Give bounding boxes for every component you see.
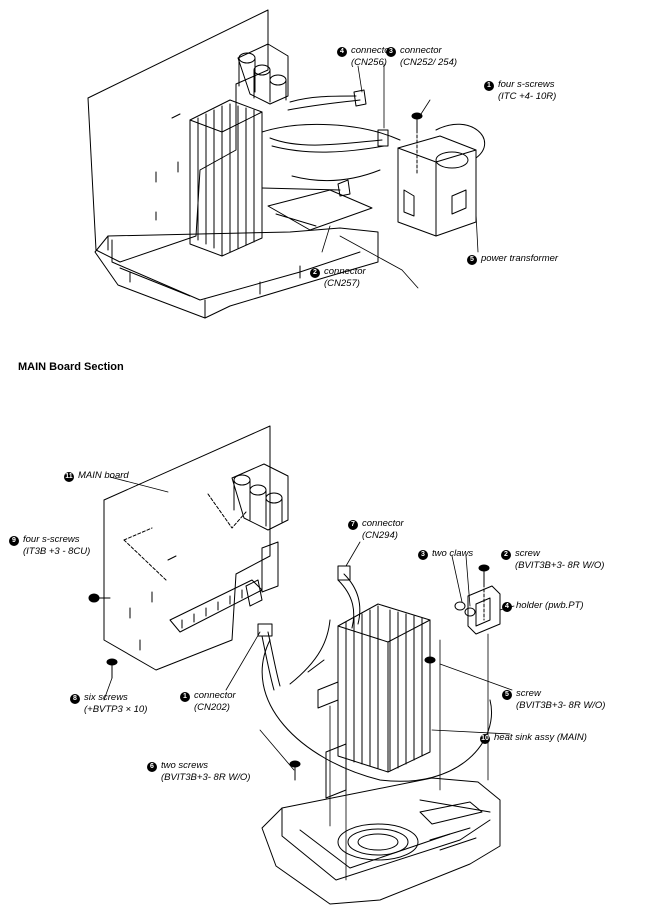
top-board-holes — [155, 113, 181, 221]
callout-four-s-screws: 1 four s-screws (ITC +4- 10R) — [484, 79, 556, 102]
callout-connector-cn257: 2 connector (CN257) — [310, 266, 366, 289]
bottom-chassis-inner — [281, 799, 491, 881]
callout-part-code: (IT3B +3 - 8CU) — [23, 546, 91, 557]
callout-number: 8 — [70, 694, 80, 704]
callout-part-code: (CN257) — [324, 278, 360, 289]
bottom-screw-2 — [478, 564, 490, 621]
section-title: MAIN Board Section — [18, 361, 124, 373]
callout-connector-cn252-254: 3 connector (CN252/ 254) — [386, 45, 457, 68]
callout-label: screw — [515, 548, 540, 559]
callout-part-code: (+BVTP3 × 10) — [84, 704, 148, 715]
callout-number: 4 — [337, 47, 347, 57]
bottom-screw-8 — [106, 658, 118, 679]
callout-label: connector — [324, 266, 366, 277]
bottom-leader-lines — [91, 476, 515, 771]
callout-label: connector — [400, 45, 442, 56]
callout-screw-heat-sink: 5 screw (BVIT3B+3- 8R W/O) — [502, 688, 605, 711]
callout-number: 10 — [480, 734, 490, 744]
callout-label: power transformer — [481, 253, 559, 264]
callout-connector-cn256: 4 connector (CN256) — [337, 45, 393, 68]
bottom-cable-cn294 — [337, 573, 361, 629]
top-power-transformer — [397, 123, 486, 237]
callout-label: holder (pwb.PT) — [516, 600, 584, 611]
callout-number: 6 — [147, 762, 157, 772]
callout-heat-sink-assy: 10 heat sink assy (MAIN) — [480, 732, 587, 744]
callout-label: two screws — [161, 760, 208, 771]
callout-connector-cn202: 1 connector (CN202) — [180, 690, 236, 713]
callout-number: 3 — [418, 550, 428, 560]
callout-part-code: (BVIT3B+3- 8R W/O) — [161, 772, 251, 783]
callout-label: screw — [516, 688, 541, 699]
callout-number: 1 — [484, 81, 494, 91]
callout-part-code: (BVIT3B+3- 8R W/O) — [515, 560, 605, 571]
callout-label: two claws — [432, 548, 474, 559]
callout-number: 11 — [64, 472, 74, 482]
callout-label: six screws — [84, 692, 128, 703]
bottom-main-board — [103, 425, 271, 671]
callout-label: MAIN board — [78, 470, 129, 481]
callout-number: 9 — [9, 536, 19, 546]
bottom-holder — [454, 585, 501, 635]
callout-two-screws: 6 two screws (BVIT3B+3- 8R W/O) — [147, 760, 250, 783]
callout-main-board: 11 MAIN board — [64, 470, 129, 482]
bottom-circle-guide — [261, 639, 492, 782]
callout-number: 4 — [502, 602, 512, 612]
callout-power-transformer: 5 power transformer — [467, 253, 558, 265]
callout-two-claws: 3 two claws — [418, 548, 473, 560]
callout-four-s-screws-board: 9 four s-screws (IT3B +3 - 8CU) — [9, 534, 90, 557]
bottom-cable-cn202 — [261, 631, 281, 691]
top-heat-sink — [189, 99, 263, 257]
callout-connector-cn294: 7 connector (CN294) — [348, 518, 404, 541]
bottom-board-parts — [245, 541, 279, 607]
callout-label: connector — [362, 518, 404, 529]
callout-part-code: (CN252/ 254) — [400, 57, 458, 68]
bottom-heat-sink — [337, 603, 431, 773]
callout-label: four s-screws — [498, 79, 555, 90]
bottom-assembly-guides — [329, 633, 489, 881]
callout-number: 7 — [348, 520, 358, 530]
top-cable-cn252 — [269, 137, 385, 153]
top-screw-1 — [411, 112, 423, 176]
callout-part-code: (CN202) — [194, 702, 230, 713]
bottom-chassis-slot — [419, 801, 483, 851]
callout-number: 1 — [180, 692, 190, 702]
callout-part-code: (CN256) — [351, 57, 387, 68]
callout-six-screws: 8 six screws (+BVTP3 × 10) — [70, 692, 147, 715]
bottom-board-holes — [129, 555, 177, 651]
top-chassis-rail — [107, 235, 301, 297]
bottom-assembly — [88, 425, 515, 905]
callout-label: heat sink assy (MAIN) — [494, 732, 587, 743]
top-main-board — [87, 9, 269, 263]
bottom-fan-vent — [337, 823, 419, 861]
callout-part-code: (CN294) — [362, 530, 398, 541]
bottom-cable-loop — [289, 619, 331, 685]
bottom-connector-row — [169, 579, 263, 633]
callout-number: 5 — [502, 690, 512, 700]
callout-label: connector — [351, 45, 393, 56]
top-cable-cn256 — [287, 95, 361, 111]
top-sub-board — [267, 189, 373, 231]
bottom-board-dashed — [123, 493, 247, 581]
top-cable-loop — [261, 123, 401, 191]
bottom-screw-6 — [289, 760, 301, 781]
top-leader-lines — [321, 63, 479, 289]
callout-number: 2 — [310, 268, 320, 278]
top-chassis-frame — [94, 227, 379, 319]
bottom-chassis-frame — [261, 777, 501, 905]
bottom-capacitors — [231, 463, 289, 531]
callout-number: 3 — [386, 47, 396, 57]
bottom-screw-5 — [424, 656, 436, 677]
bottom-heat-sink-bracket — [317, 681, 347, 799]
callout-number: 5 — [467, 255, 477, 265]
callout-screw-holder: 2 screw (BVIT3B+3- 8R W/O) — [501, 548, 604, 571]
callout-label: four s-screws — [23, 534, 80, 545]
callout-part-code: (ITC +4- 10R) — [498, 91, 557, 102]
callout-holder-pwb-pt: 4 holder (pwb.PT) — [502, 600, 584, 612]
callout-number: 2 — [501, 550, 511, 560]
top-capacitors — [237, 43, 289, 105]
top-assembly — [87, 9, 486, 319]
callout-label: connector — [194, 690, 236, 701]
callout-part-code: (BVIT3B+3- 8R W/O) — [516, 700, 606, 711]
